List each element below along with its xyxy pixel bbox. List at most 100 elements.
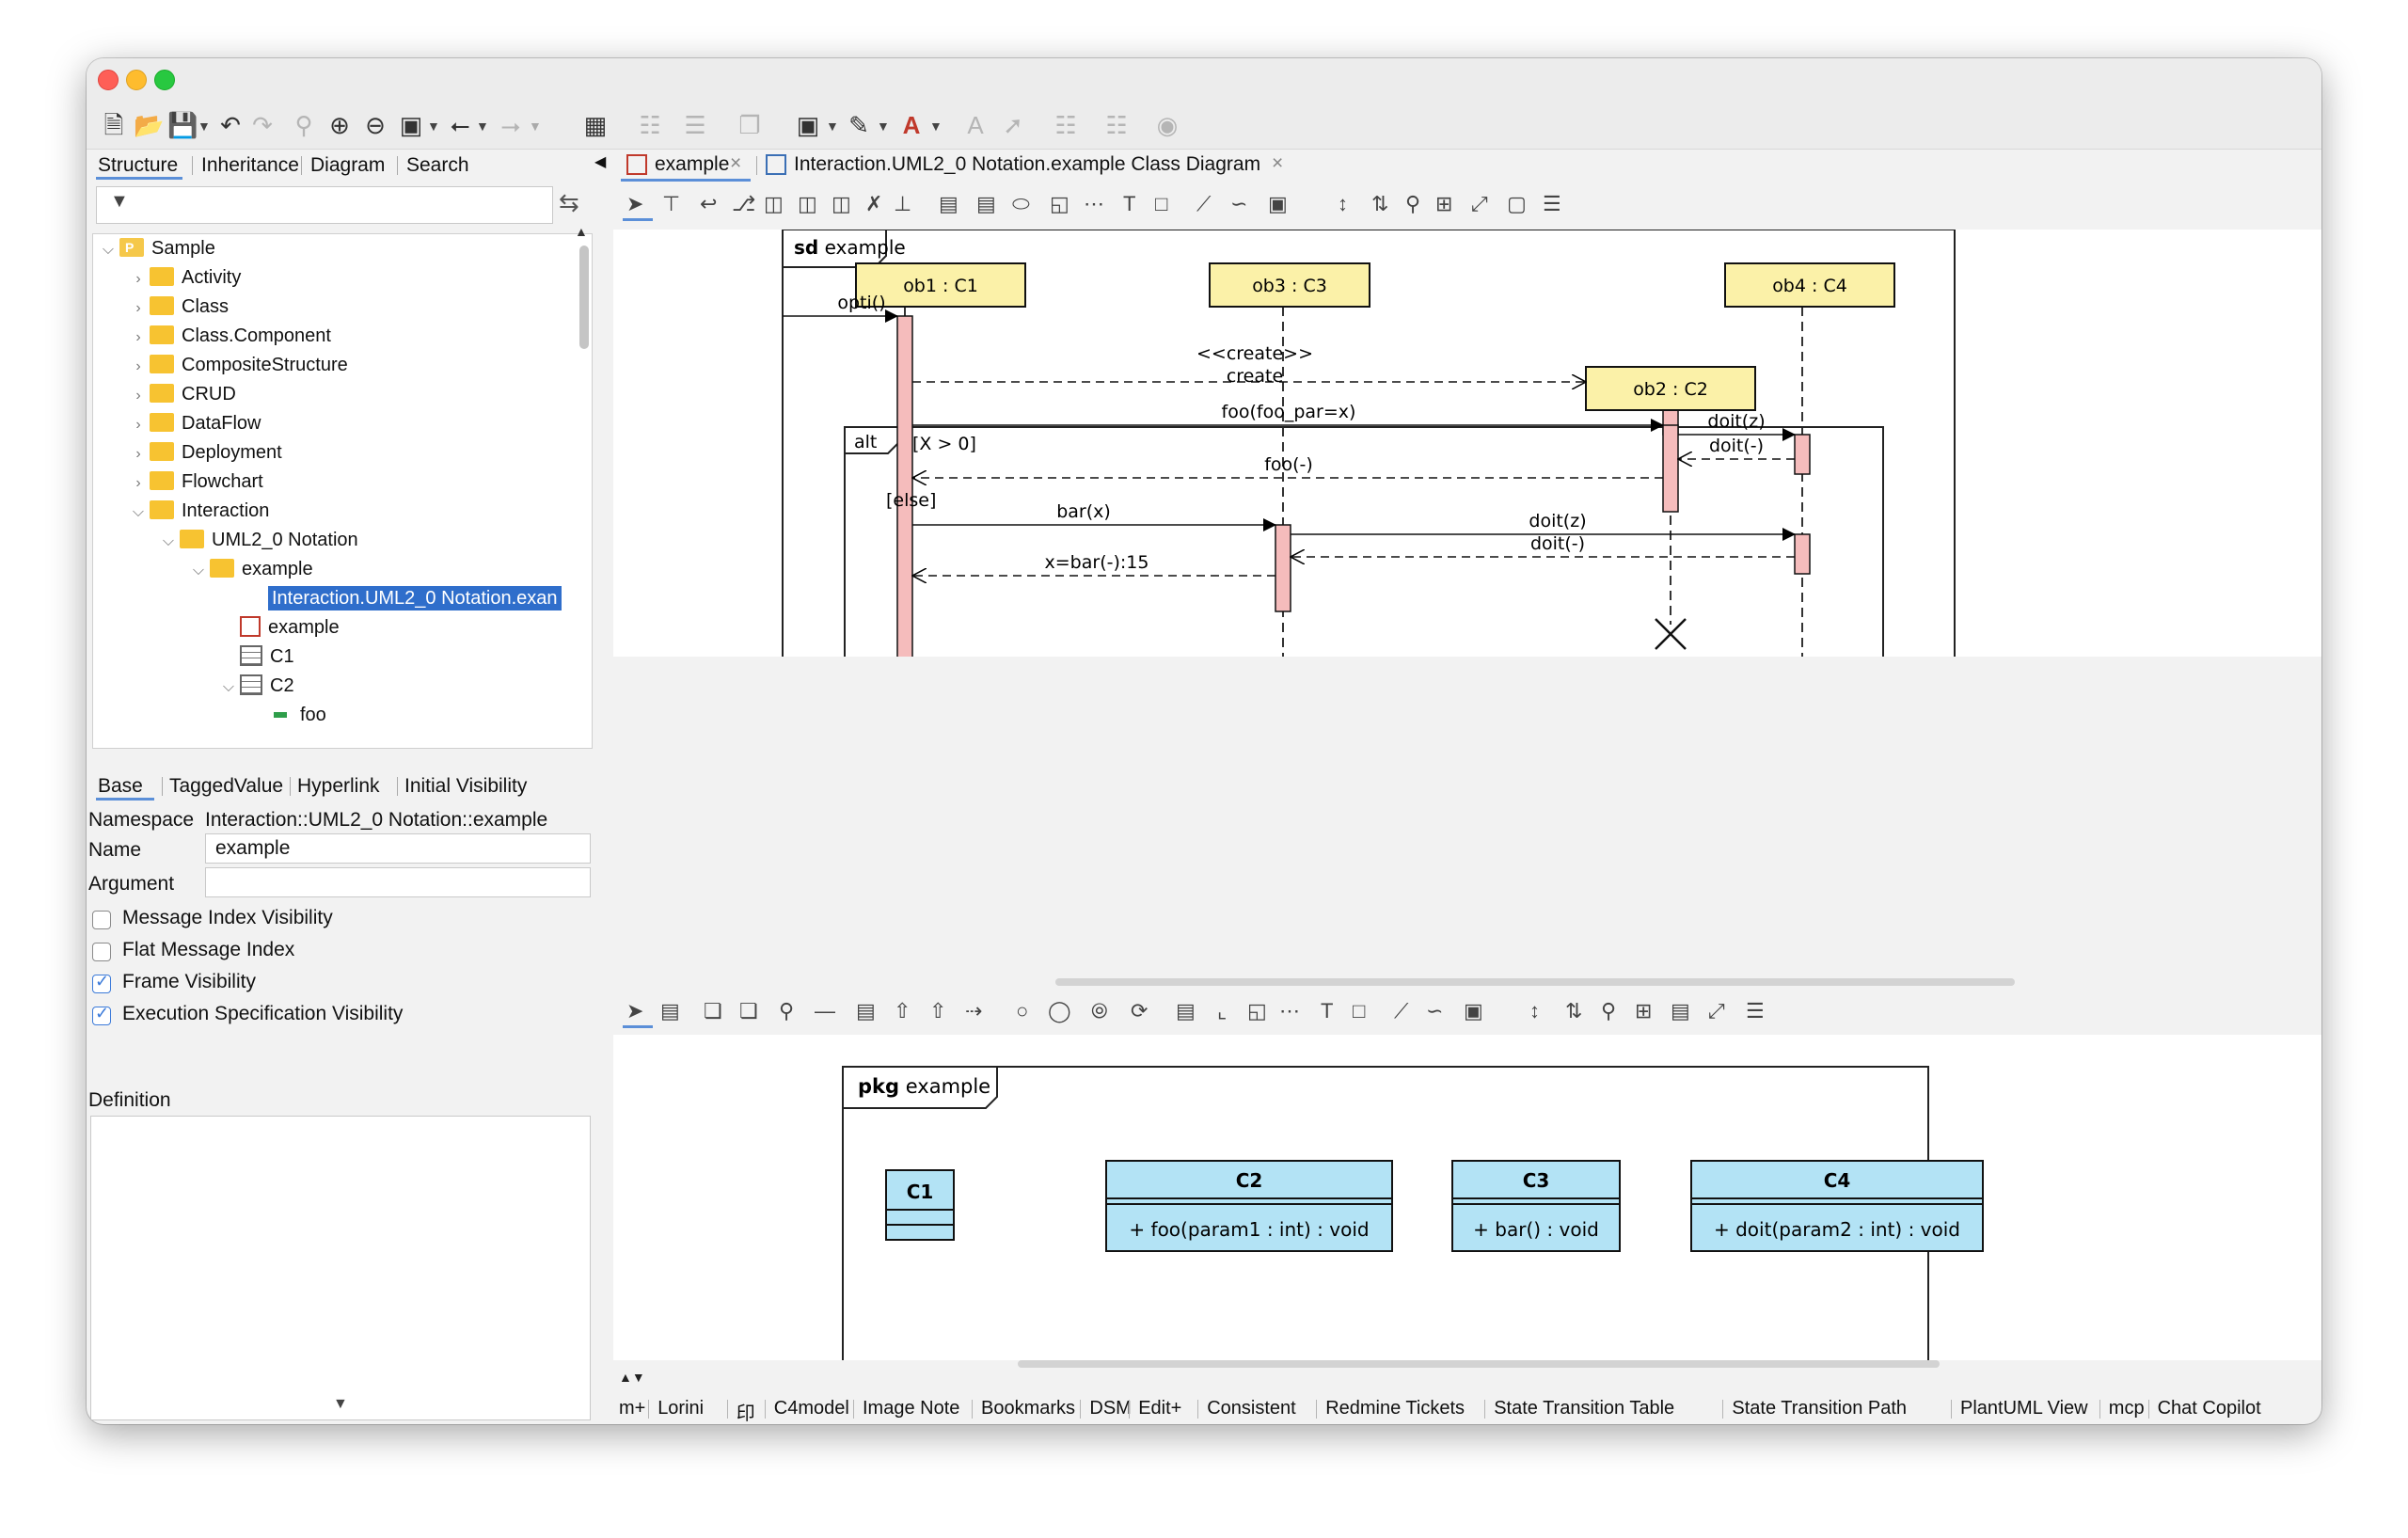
chevron-right-icon[interactable]: ›	[127, 324, 150, 352]
plugin-tab[interactable]: Edit+	[1138, 1398, 1181, 1419]
chevron-down-icon[interactable]: ⌵	[157, 528, 180, 556]
back-dropdown-icon[interactable]: ▼	[476, 119, 489, 134]
boundary-icon[interactable]: ⦾	[1091, 999, 1108, 1023]
expand-vertical-icon[interactable]: ↕	[1338, 192, 1348, 216]
connector-style-icon[interactable]: ➚	[999, 111, 1027, 139]
zoom-window-button[interactable]	[154, 70, 175, 90]
minimize-window-button[interactable]	[126, 70, 147, 90]
tab-diagram[interactable]: Diagram	[310, 154, 385, 177]
interaction-use-icon[interactable]: ▤	[939, 192, 958, 216]
tree-item[interactable]: ⌵C2	[217, 672, 294, 700]
plugin-tab[interactable]: DSM	[1089, 1398, 1131, 1419]
pin-tool-icon[interactable]: ⚲	[779, 999, 794, 1023]
text-box-icon[interactable]: T	[1321, 999, 1333, 1023]
destroy-icon[interactable]: ✗	[865, 192, 882, 216]
frame-tool-icon[interactable]: ▤	[976, 192, 996, 216]
pin-icon[interactable]: ⚲	[1601, 999, 1616, 1023]
plugin-tab[interactable]: 印	[737, 1398, 755, 1424]
tab-structure[interactable]: Structure	[98, 154, 178, 177]
association-icon[interactable]: —	[815, 999, 835, 1023]
layout-icon[interactable]: ▦	[581, 111, 610, 139]
tree-item[interactable]: C1	[217, 642, 294, 671]
add-space-icon[interactable]: ⊞	[1435, 192, 1452, 216]
fit-dropdown-icon[interactable]: ▼	[427, 119, 440, 134]
tree-item[interactable]: ›Flowchart	[127, 468, 263, 496]
message-tool-icon[interactable]: ↩	[700, 192, 717, 216]
group-icon[interactable]: ❐	[736, 111, 764, 139]
tab-initial-visibility[interactable]: Initial Visibility	[404, 775, 527, 798]
tree-item[interactable]: ⌵Sample	[97, 234, 215, 262]
freehand-icon[interactable]: ∽	[1426, 999, 1443, 1023]
plugin-tab[interactable]: Chat Copilot	[2158, 1398, 2261, 1419]
tab-taggedvalue[interactable]: TaggedValue	[169, 775, 283, 798]
class-c1[interactable]: C1	[886, 1170, 954, 1240]
fill-dropdown-icon[interactable]: ▼	[826, 119, 839, 134]
shrink-vertical-icon[interactable]: ⇅	[1371, 192, 1388, 216]
combined-fragment-icon[interactable]: ◫	[832, 192, 851, 216]
required-interface-icon[interactable]: ◯	[1048, 999, 1071, 1023]
tree-filter-input[interactable]: ▼	[96, 186, 553, 224]
distribute-icon[interactable]: ☰	[681, 111, 709, 139]
save-icon[interactable]: 💾	[167, 111, 196, 139]
realization-icon[interactable]: ⇧	[929, 999, 946, 1023]
tree-item[interactable]: ⌵Interaction	[127, 497, 269, 525]
checkbox[interactable]	[92, 943, 111, 961]
expand-vertical-icon[interactable]: ↕	[1529, 999, 1540, 1023]
state-invariant-icon[interactable]: ⬭	[1012, 192, 1030, 216]
sync-icon[interactable]: ⇆	[559, 188, 579, 217]
scroll-up-icon[interactable]: ▲	[575, 224, 588, 239]
chevron-down-icon[interactable]: ⌵	[187, 557, 210, 585]
tree-item[interactable]: Interaction.UML2_0 Notation.exan	[217, 584, 562, 612]
fit-window-icon[interactable]: ▣	[397, 111, 425, 139]
tab-search[interactable]: Search	[406, 154, 469, 177]
hierarchy-icon[interactable]: ☷	[1102, 111, 1131, 139]
close-tab-icon[interactable]: ×	[1272, 152, 1283, 175]
plugin-tab[interactable]: State Transition Table	[1494, 1398, 1674, 1419]
plugin-tab[interactable]: Consistent	[1207, 1398, 1296, 1419]
definition-textarea[interactable]	[90, 1116, 591, 1420]
add-space-icon[interactable]: ⊞	[1635, 999, 1652, 1023]
shrink-vertical-icon[interactable]: ⇅	[1565, 999, 1582, 1023]
chevron-right-icon[interactable]: ›	[127, 440, 150, 468]
open-folder-icon[interactable]: 📂	[134, 111, 162, 139]
undo-icon[interactable]: ↶	[216, 111, 245, 139]
chevron-right-icon[interactable]: ›	[127, 353, 150, 381]
collapse-left-icon[interactable]: ◀	[594, 152, 606, 171]
freehand-icon[interactable]: ∽	[1230, 192, 1247, 216]
line-dropdown-icon[interactable]: ▼	[877, 119, 890, 134]
line-icon[interactable]: ⟋	[1196, 192, 1211, 216]
chevron-down-icon[interactable]: ⌵	[127, 499, 150, 527]
note-anchor-icon[interactable]: ⋯	[1279, 999, 1300, 1023]
checkbox[interactable]	[92, 1007, 111, 1025]
chevron-right-icon[interactable]: ›	[127, 265, 150, 293]
class-c3[interactable]: C3 + bar() : void	[1452, 1161, 1620, 1251]
plugin-tab[interactable]: Lorini	[657, 1398, 704, 1419]
image-icon[interactable]: ▣	[1268, 192, 1288, 216]
tab-example[interactable]: example	[655, 153, 729, 176]
plugin-tab[interactable]: State Transition Path	[1732, 1398, 1907, 1419]
font-color-icon[interactable]: A	[897, 111, 926, 139]
entity-icon[interactable]: ▤	[1176, 999, 1196, 1023]
layout-settings-icon[interactable]: ☰	[1543, 192, 1561, 216]
tab-base[interactable]: Base	[98, 775, 143, 798]
zoom-out-icon[interactable]: ⊖	[361, 111, 389, 139]
zoom-icon[interactable]: ⚲	[290, 111, 318, 139]
class-c4[interactable]: C4 + doit(param2 : int) : void	[1691, 1161, 1983, 1251]
compartment-icon[interactable]: ▤	[1671, 999, 1690, 1023]
plugin-tab[interactable]: mcp	[2109, 1398, 2145, 1419]
chevron-right-icon[interactable]: ›	[127, 469, 150, 498]
lifeline-tool-icon[interactable]: ⊤	[662, 192, 680, 216]
constraint-icon[interactable]: ⌞	[1217, 999, 1227, 1023]
pin-icon[interactable]: ⚲	[1405, 192, 1420, 216]
tree-item[interactable]: foo	[247, 701, 326, 729]
tab-class-diagram[interactable]: Interaction.UML2_0 Notation.example Clas…	[794, 153, 1260, 176]
tree-item[interactable]: ›CompositeStructure	[127, 351, 348, 379]
text-tool-icon[interactable]: ⎇	[732, 192, 755, 216]
tree-item[interactable]: ›DataFlow	[127, 409, 261, 437]
rectangle-icon[interactable]: □	[1353, 999, 1365, 1023]
gate-icon[interactable]: ⊥	[894, 192, 911, 216]
tree-item[interactable]: example	[217, 613, 340, 642]
close-window-button[interactable]	[98, 70, 119, 90]
class-tool-icon[interactable]: ▤	[660, 999, 680, 1023]
tree-scrollbar[interactable]	[579, 246, 589, 349]
